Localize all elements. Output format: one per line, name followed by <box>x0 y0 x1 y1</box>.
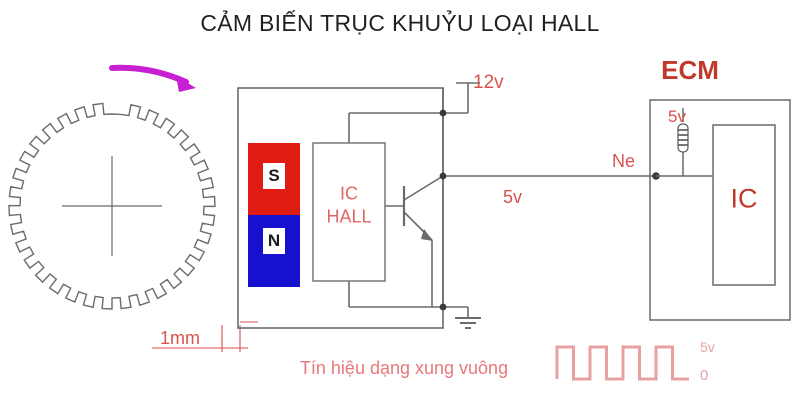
ecm-5v-label: 5v <box>668 107 686 126</box>
page-title: CẢM BIẾN TRỤC KHUỶU LOẠI HALL <box>200 10 600 36</box>
waveform-caption: Tín hiệu dạng xung vuông <box>299 358 509 378</box>
ic-hall-line2: HALL <box>326 206 372 226</box>
ground-symbol <box>455 317 481 329</box>
waveform-high-label: 5v <box>700 339 715 355</box>
waveform-low-label: 0 <box>700 367 709 384</box>
air-gap-label: 1mm <box>160 328 200 348</box>
junction-dots <box>439 109 660 311</box>
magnet-south-letter: S <box>263 163 285 189</box>
ecm-title: ECM <box>661 55 719 85</box>
npn-transistor <box>402 175 444 307</box>
air-gap-dimension <box>152 321 258 352</box>
rotation-arrow-icon <box>109 64 196 92</box>
permanent-magnet <box>248 143 300 287</box>
signal-5v-label: 5v <box>503 187 523 207</box>
ne-terminal-label: Ne <box>612 151 636 171</box>
pullup-resistor-icon <box>677 123 689 153</box>
ecm-ic-box <box>712 124 776 286</box>
sensor-internal-wiring <box>348 82 656 318</box>
ecm-internal-wiring <box>656 108 713 177</box>
ecm-ic-label: IC <box>730 183 758 214</box>
supply-12v-label: 12v <box>473 72 504 93</box>
ecm-enclosure <box>649 99 791 321</box>
reluctor-wheel <box>8 102 216 310</box>
magnet-north-letter: N <box>263 228 285 254</box>
ic-hall-line1: IC <box>340 183 358 204</box>
square-wave-signal <box>555 345 689 381</box>
